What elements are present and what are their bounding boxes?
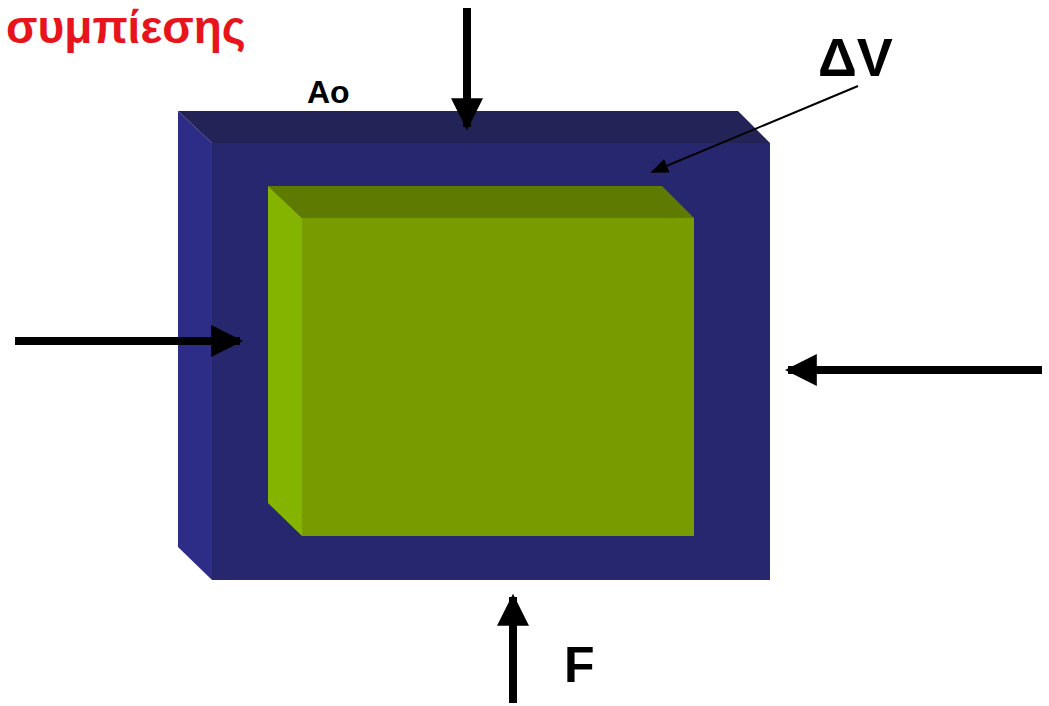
force-arrow [463,8,471,127]
inner-block [268,186,694,536]
force-arrow [15,337,240,345]
title: συμπίεσης [6,4,246,50]
outer-block-side [178,111,212,580]
force-arrow [788,366,1042,374]
outer-block-top [178,111,770,143]
leader-line [652,86,858,172]
force-label: F [564,640,595,690]
area-label: Ao [307,76,350,108]
force-arrow [509,597,517,703]
inner-block-top [268,186,694,218]
inner-block-side [268,186,302,536]
outer-block-front [212,143,770,580]
volume-change-label: ΔV [818,30,893,84]
inner-block-front [302,218,694,536]
outer-block [178,111,770,580]
